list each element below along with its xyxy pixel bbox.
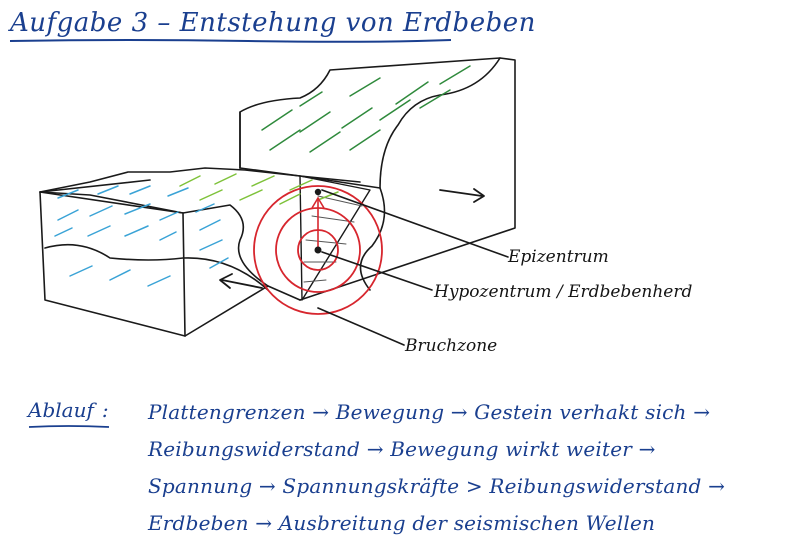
- process-line-4: Erdbeben → Ausbreitung der seismischen W…: [148, 511, 656, 535]
- process-heading-text: Ablauf: [28, 398, 94, 422]
- left-block-top-back: [39, 179, 151, 193]
- wave-outer: [253, 185, 383, 315]
- process-line-3: Spannung → Spannungskräfte > Reibungswid…: [148, 474, 726, 498]
- arrow-right-icon: [439, 188, 485, 203]
- page-title: Aufgabe 3 – Entstehung von Erdbeben: [10, 8, 536, 38]
- process-line-2: Reibungswiderstand → Bewegung wirkt weit…: [148, 437, 656, 461]
- right-block-top: [239, 57, 501, 189]
- left-block-front: [39, 191, 186, 337]
- left-block-wavy-edge: [182, 204, 269, 287]
- epicenter-point: [314, 188, 322, 196]
- hypocenter-leader: [321, 251, 433, 291]
- seismic-waves: [253, 185, 383, 315]
- label-fracture-zone: Bruchzone: [405, 336, 498, 356]
- arrow-left-icon: [219, 273, 263, 289]
- label-hypocenter: Hypozentrum / Erdbebenherd: [434, 282, 693, 302]
- label-epicenter: Epizentrum: [508, 247, 609, 267]
- hypocenter-point: [314, 246, 322, 254]
- green-hatching: [179, 173, 339, 205]
- left-block-soil-line: [44, 243, 269, 291]
- process-heading-colon: :: [101, 398, 109, 422]
- process-heading-underline: [28, 425, 110, 428]
- process-heading: Ablauf:: [28, 398, 109, 422]
- dark-green-hatching: [261, 65, 471, 153]
- process-line-1: Plattengrenzen → Bewegung → Gestein verh…: [148, 400, 711, 424]
- right-block-side: [299, 57, 516, 301]
- fracture-zone-leader: [317, 307, 405, 346]
- epicenter-leader: [321, 189, 509, 258]
- blue-hatching: [54, 185, 229, 287]
- right-block-front: [359, 187, 386, 291]
- title-underline: [9, 39, 452, 43]
- left-block-side: [184, 285, 301, 337]
- left-block-front-edge: [39, 191, 184, 214]
